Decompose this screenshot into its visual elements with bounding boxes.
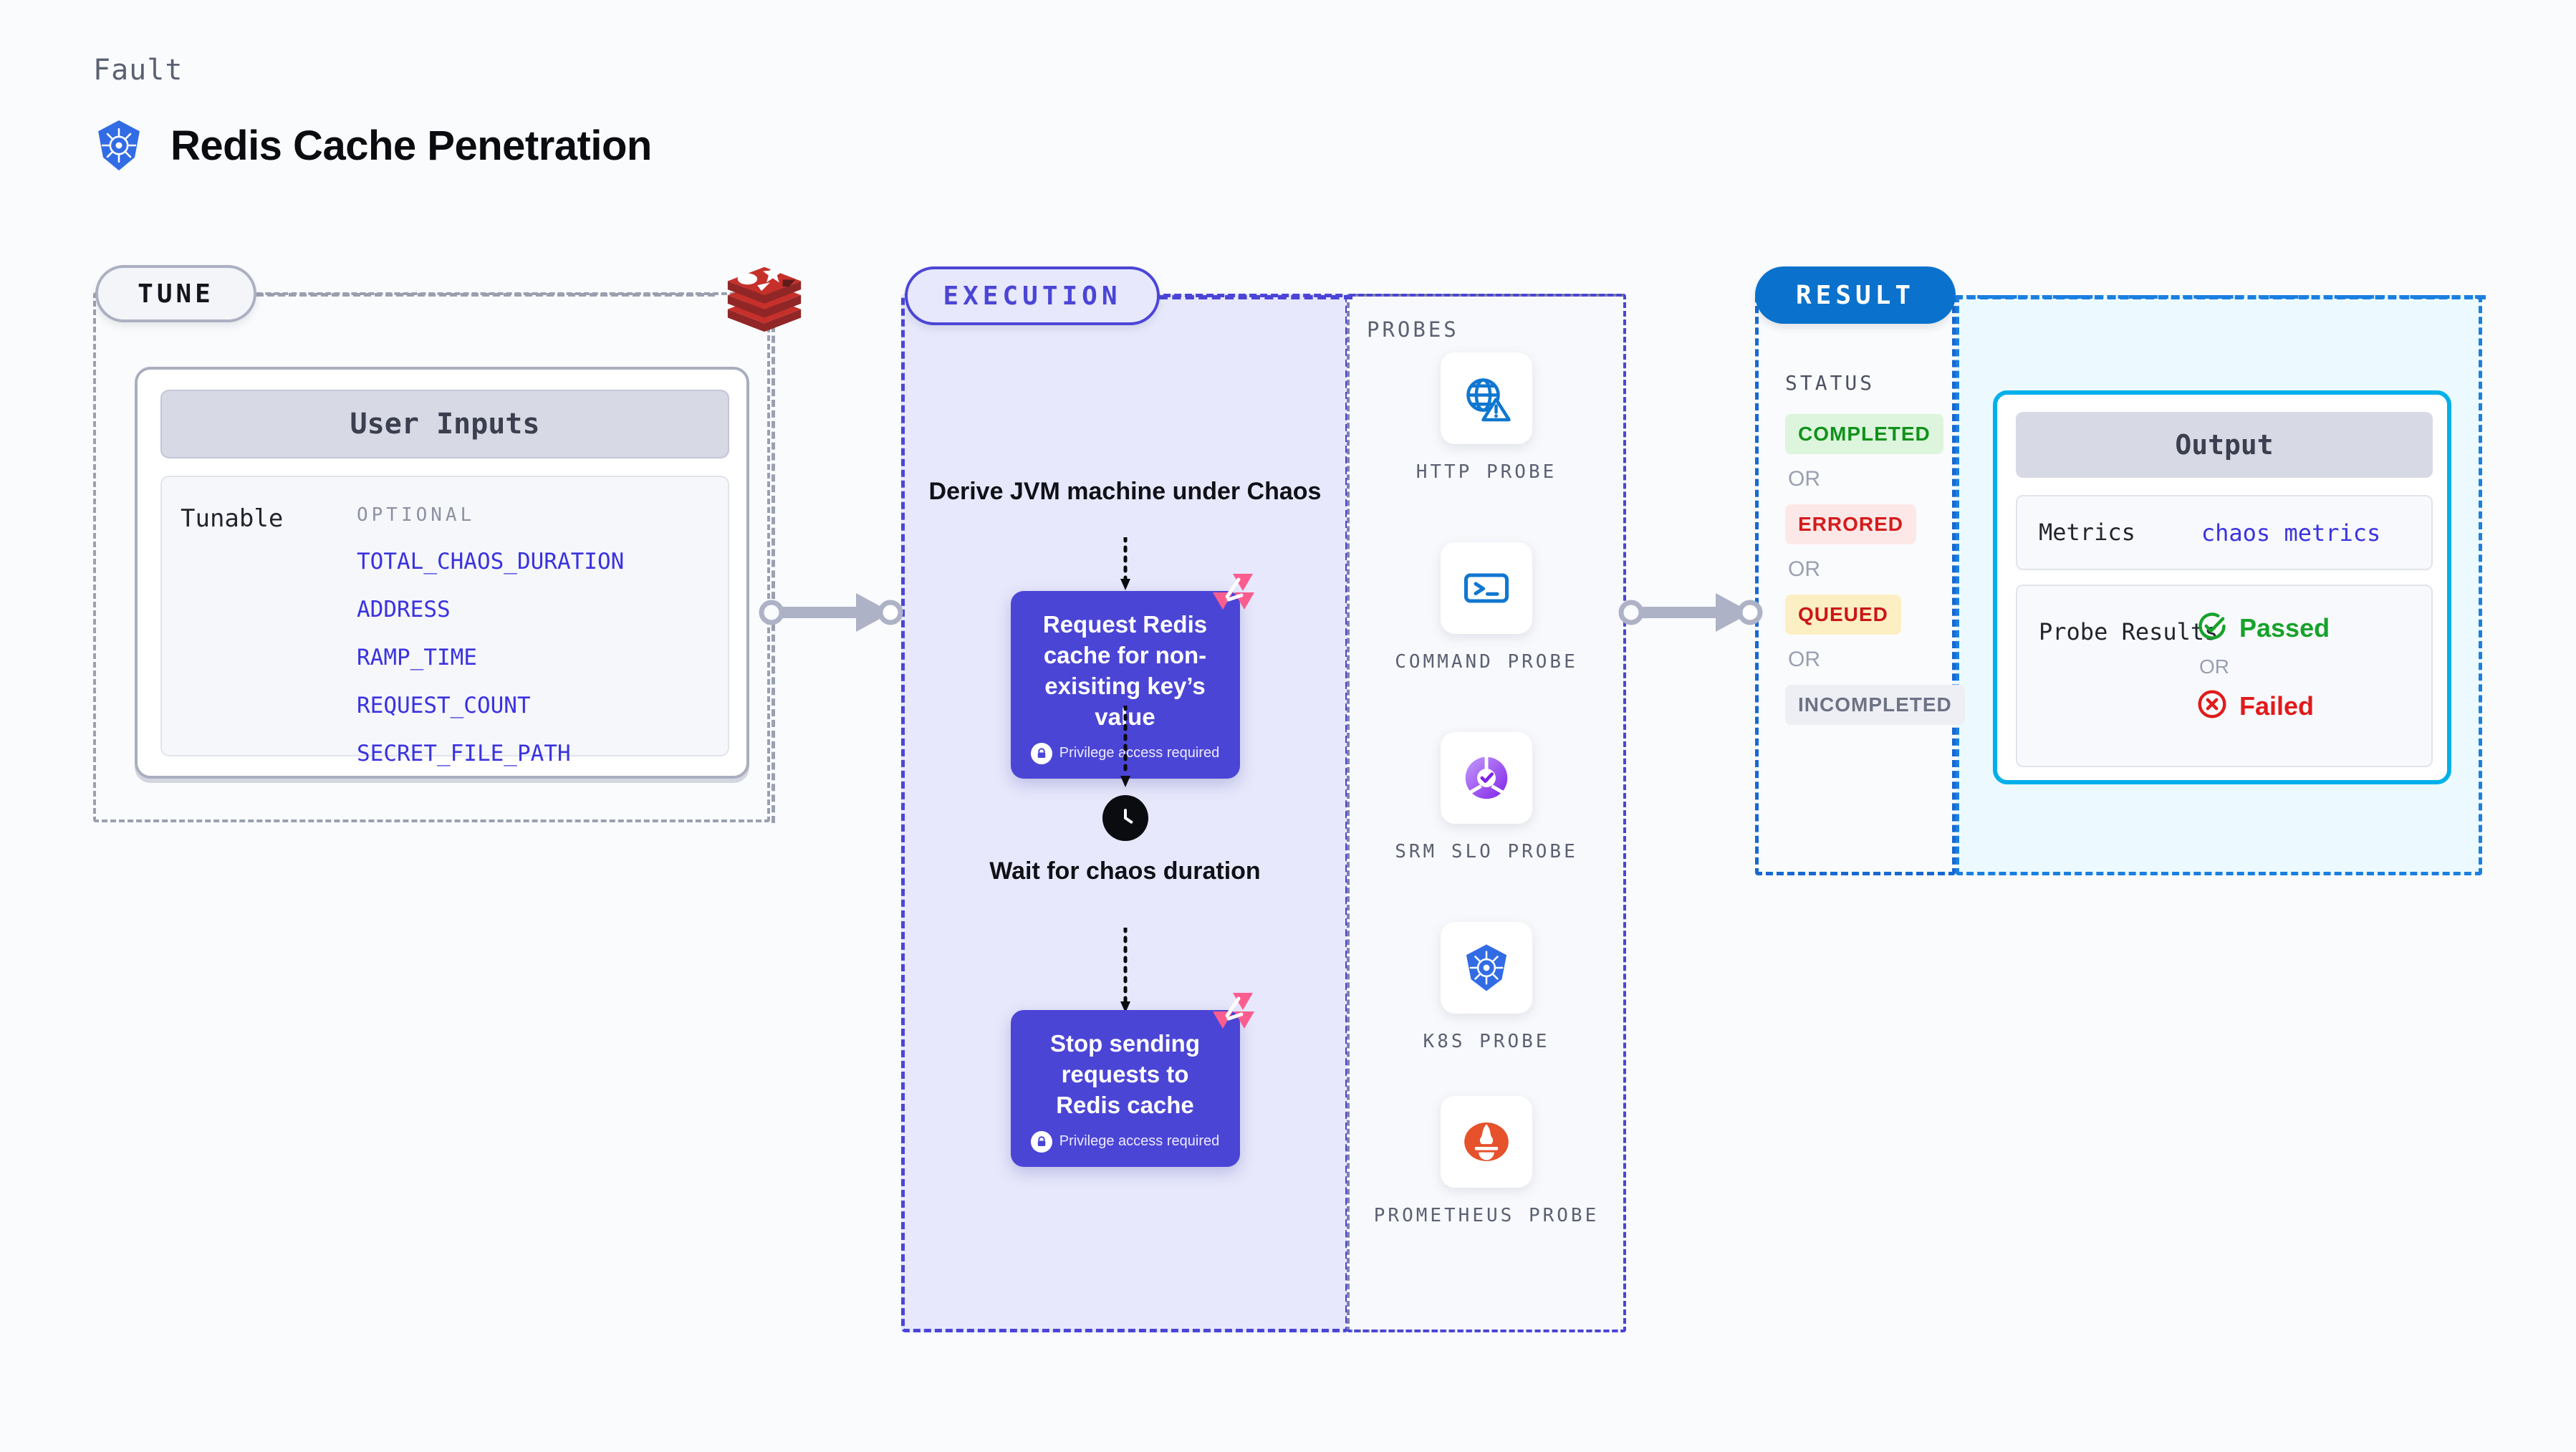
probes-section-label: PROBES xyxy=(1367,317,1459,342)
output-probe-results-row: Probe Results Passed OR xyxy=(2016,585,2433,767)
litmus-chaos-icon xyxy=(1210,571,1256,617)
optional-group-label: OPTIONAL xyxy=(357,504,476,526)
probe-label: HTTP PROBE xyxy=(1416,461,1557,483)
user-inputs-body: Tunable OPTIONAL TOTAL_CHAOS_DURATION AD… xyxy=(160,476,729,766)
probe-result-passed: Passed xyxy=(2196,610,2330,645)
list-item[interactable]: TOTAL_CHAOS_DURATION xyxy=(357,549,625,574)
globe-warning-icon xyxy=(1441,352,1532,444)
passed-label: Passed xyxy=(2239,612,2330,643)
metrics-key: Metrics xyxy=(2039,518,2135,546)
clock-icon xyxy=(1102,795,1148,841)
list-item[interactable]: RAMP_TIME xyxy=(357,645,477,670)
execution-stage-pill[interactable]: EXECUTION xyxy=(905,266,1160,325)
flow-arrow-3 xyxy=(1118,925,1133,1021)
privilege-note-row: Privilege access required xyxy=(1027,742,1224,764)
flow-arrow-1 xyxy=(1118,535,1133,598)
probe-label: SRM SLO PROBE xyxy=(1395,841,1578,862)
list-item[interactable]: ADDRESS xyxy=(357,597,451,622)
probe-results-key: Probe Results xyxy=(2039,618,2219,645)
probe-item-prometheus[interactable]: PROMETHEUS PROBE xyxy=(1347,1096,1626,1229)
flow-arrow-2 xyxy=(1118,703,1133,795)
execution-flow: Derive JVM machine under Chaos Request R… xyxy=(901,294,1349,1332)
privilege-note-text: Privilege access required xyxy=(1059,745,1220,761)
wait-step-title: Wait for chaos duration xyxy=(989,857,1261,885)
status-badge: INCOMPLETED xyxy=(1785,685,1965,725)
list-item[interactable]: REQUEST_COUNT xyxy=(357,693,531,718)
redis-logo-icon xyxy=(722,254,807,339)
user-inputs-header: User Inputs xyxy=(160,390,729,458)
tunable-variable-list: TOTAL_CHAOS_DURATION ADDRESS RAMP_TIME R… xyxy=(357,549,624,789)
status-badge: QUEUED xyxy=(1785,595,1901,635)
result-section-frame xyxy=(1755,295,1956,875)
result-lead-line xyxy=(1954,295,2486,299)
output-card: Output Metrics chaos metrics Probe Resul… xyxy=(1993,390,2451,784)
litmus-chaos-icon xyxy=(1210,990,1256,1036)
probe-item-http[interactable]: HTTP PROBE xyxy=(1347,352,1626,485)
lock-icon xyxy=(1030,1130,1052,1153)
kubernetes-icon xyxy=(92,118,146,173)
redis-connector-line xyxy=(772,293,775,823)
terminal-icon xyxy=(1441,542,1532,634)
metrics-value[interactable]: chaos metrics xyxy=(2201,519,2381,547)
probe-label: PROMETHEUS PROBE xyxy=(1373,1205,1600,1226)
probe-item-command[interactable]: COMMAND PROBE xyxy=(1347,542,1626,675)
tune-lead-line xyxy=(256,293,715,297)
page-title: Redis Cache Penetration xyxy=(170,122,652,169)
page-kicker: Fault xyxy=(93,54,183,87)
slo-donut-check-icon xyxy=(1441,732,1532,824)
list-item[interactable]: SECRET_FILE_PATH xyxy=(357,741,571,766)
or-separator: OR xyxy=(1788,467,1820,491)
probe-label: COMMAND PROBE xyxy=(1395,651,1578,673)
lock-icon xyxy=(1030,742,1052,764)
probe-results-values: Passed OR Failed xyxy=(2196,610,2330,723)
output-metrics-row: Metrics chaos metrics xyxy=(2016,495,2433,570)
tunable-row-label: Tunable xyxy=(181,504,284,533)
probe-label: K8S PROBE xyxy=(1423,1031,1550,1052)
or-separator: OR xyxy=(1788,557,1820,581)
status-badge: ERRORED xyxy=(1785,504,1917,544)
or-separator: OR xyxy=(1788,648,1820,671)
probe-item-srm-slo[interactable]: SRM SLO PROBE xyxy=(1347,732,1626,865)
probe-item-k8s[interactable]: K8S PROBE xyxy=(1347,922,1626,1054)
failed-label: Failed xyxy=(2239,691,2315,721)
privilege-note-text: Privilege access required xyxy=(1059,1133,1220,1150)
tune-to-execution-arrow xyxy=(756,586,906,643)
result-stage-pill[interactable]: RESULT xyxy=(1755,266,1956,324)
output-header: Output xyxy=(2016,412,2433,478)
probe-result-failed: Failed xyxy=(2196,688,2330,723)
user-inputs-card: User Inputs Tunable OPTIONAL TOTAL_CHAOS… xyxy=(135,367,749,779)
probes-to-result-arrow xyxy=(1615,586,1766,643)
or-separator: OR xyxy=(2199,655,2229,678)
privilege-note-row: Privilege access required xyxy=(1027,1130,1224,1153)
page-title-row: Redis Cache Penetration xyxy=(92,118,652,173)
status-badge: COMPLETED xyxy=(1785,414,1943,454)
derive-step-title: Derive JVM machine under Chaos xyxy=(928,478,1322,505)
check-circle-icon xyxy=(2196,610,2228,645)
prometheus-icon xyxy=(1441,1096,1532,1188)
chaos-card-title: Stop sending requests to Redis cache xyxy=(1050,1030,1200,1118)
chaos-step-card-2[interactable]: Stop sending requests to Redis cache Pri… xyxy=(1010,993,1254,1167)
status-section-label: STATUS xyxy=(1785,371,1875,395)
kubernetes-icon xyxy=(1441,922,1532,1014)
execution-lead-line xyxy=(1159,295,1352,299)
tune-stage-pill[interactable]: TUNE xyxy=(95,265,256,322)
x-circle-icon xyxy=(2196,688,2228,723)
status-list: COMPLETED OR ERRORED OR QUEUED OR INCOMP… xyxy=(1785,414,1965,725)
chaos-card-title: Request Redis cache for non-exisiting ke… xyxy=(1042,611,1208,730)
